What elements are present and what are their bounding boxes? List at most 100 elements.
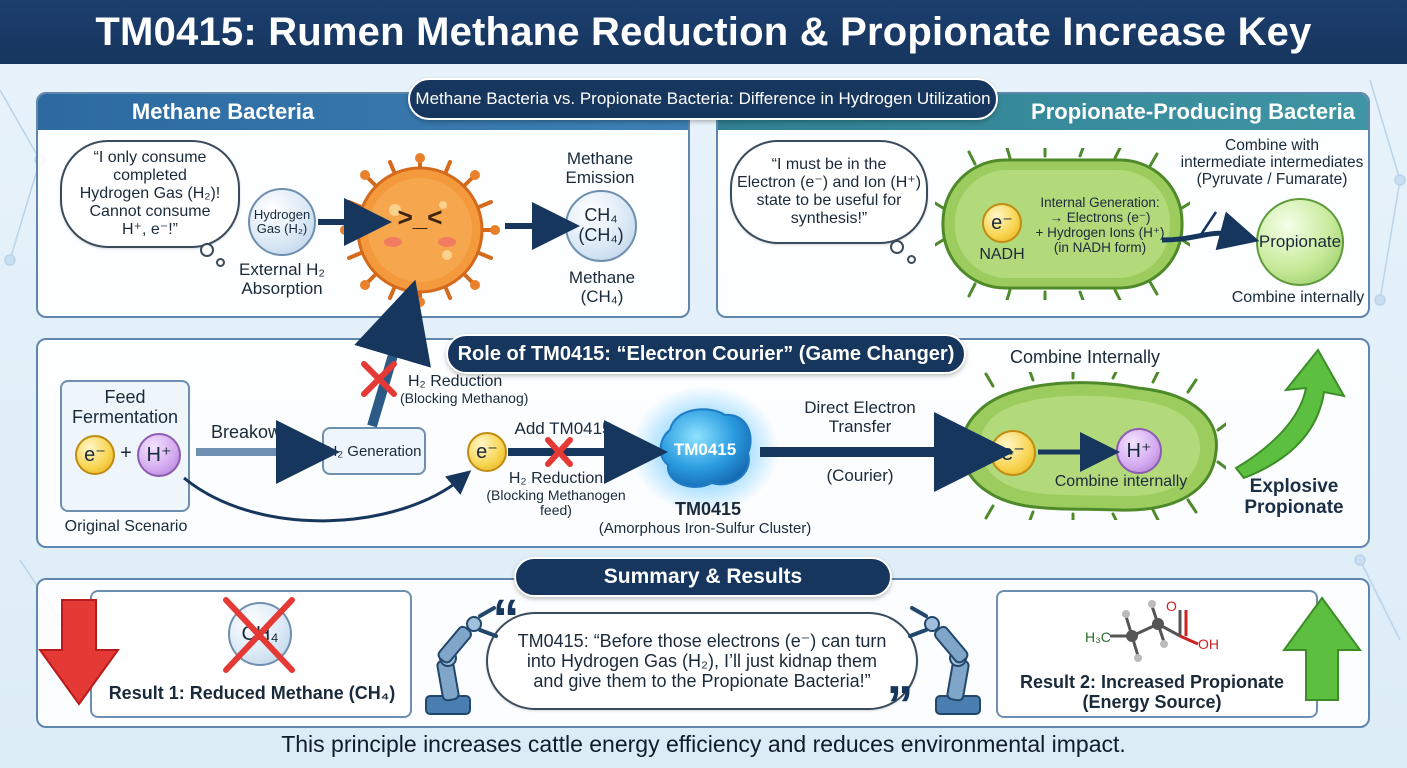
add-tm0415-label: Add TM0415 [514,419,612,438]
propionate-thought-bubble: “I must be in the Electron (e⁻) and Ion … [730,140,928,244]
open-quote-mark: “ [492,589,520,649]
h3c-label: H₃C [1085,629,1111,645]
combine-internally-top-label: Combine Internally [1009,347,1161,367]
internal-line: → Electrons (e⁻) [1049,209,1151,225]
emission-label-line: Methane [566,149,634,168]
propionate-thought-line: Electron (e⁻) and Ion (H⁺) [736,174,922,192]
electron-circle: e⁻ [75,435,115,475]
electron-circle: e⁻ [982,203,1022,243]
methane-label-line: (CH₄) [580,286,624,306]
combine-line: Combine with [1225,137,1319,154]
hydrogen-gas-label: Gas (H₂) [256,221,308,236]
ch4-formula: (CH₄) [578,225,624,245]
methane-label-line: Methane [568,268,636,287]
methane-thought-line: completed [113,167,187,185]
propionate-molecule-icon [1110,600,1199,662]
courier-label: (Courier) [826,466,894,485]
internal-line: Internal Generation: [1040,195,1160,210]
h2-generation-box: H₂ Generation [322,427,426,475]
result2-line: (Energy Source) [1082,691,1222,712]
propionate-thought-line: state to be useful for [756,192,902,209]
h2-reduction-top-label: H₂ Reduction (Blocking Methanog) [400,373,530,406]
methane-label: Methane (CH₄) [550,268,654,306]
comparison-pill: Methane Bacteria vs. Propionate Bacteria… [408,78,998,120]
quote-line: TM0415: “Before those electrons (e⁻) can… [517,630,887,651]
electron-circle: e⁻ [467,432,507,472]
propionate-thought-line: “I must be in the [771,156,887,174]
result1-label: Result 1: Reduced Methane (CH₄) [108,683,396,703]
external-label-line: Absorption [241,278,323,298]
blocking-line: (Blocking Methanogen [486,486,626,503]
plus-sign: + [120,442,132,464]
propionate-thought-line: synthesis!” [790,209,868,227]
footer-text: This principle increases cattle energy e… [281,731,1126,757]
methane-bacterium-face: >_< [397,202,443,232]
tm0415-quote-bubble: TM0415: “Before those electrons (e⁻) can… [486,612,918,710]
proton-circle: H⁺ [137,433,181,477]
h2-reduction-line: H₂ Reduction [508,470,604,487]
nadh-label: NADH [979,246,1025,263]
tm0415-description: (Amorphous Iron-Sulfur Cluster) [598,520,812,537]
ch4-circle: CH₄(CH₄) [565,190,637,262]
combine-line: (Pyruvate / Fumarate) [1196,171,1348,189]
methane-thought-line: H⁺, e⁻!” [121,220,178,238]
breakdown-label: Breakown [210,422,292,442]
propionate-bacterium-large-icon [948,372,1226,520]
quote-line: and give them to the Propionate Bacteria… [533,671,871,692]
direct-line: Direct Electron [804,398,916,417]
role-pill: Role of TM0415: “Electron Courier” (Game… [446,334,966,374]
ch4-crossed-circle: CH₄ [228,602,292,666]
result2-box [996,590,1318,718]
explosive-line: Explosive [1249,476,1339,497]
combine-internally-label: Combine internally [1231,289,1365,306]
explosive-propionate-label: Explosive Propionate [1234,476,1354,519]
thought-dot [890,240,904,254]
result2-label: Result 2: Increased Propionate (Energy S… [1002,672,1302,713]
propionate-panel-title: Propionate-Producing Bacteria [1031,99,1355,124]
tm0415-cluster-icon [631,386,779,514]
oh-label: OH [1198,636,1219,652]
emission-label-line: Emission [565,167,635,187]
tm0415-blob-label: TM0415 [673,440,737,459]
combine-line: intermediate intermediates [1180,154,1364,172]
thought-dot [907,255,916,264]
proton-circle: H⁺ [1116,428,1162,474]
internal-line: (in NADH form) [1053,239,1147,255]
combine-with-label: Combine with intermediate intermediates … [1176,137,1368,188]
blocking-line: (Blocking Methanog) [400,389,529,406]
methane-emission-label: Methane Emission [548,149,652,187]
explosive-line: Propionate [1244,496,1344,518]
h2-reduction-mid-label: H₂ Reduction (Blocking Methanogen feed) [468,470,644,518]
external-absorption-label: External H₂ Absorption [226,260,338,298]
blocking-line: feed) [540,501,572,518]
external-label-line: External H₂ [239,260,325,279]
oxygen-label: O [1166,598,1177,614]
thought-dot [200,243,214,257]
original-scenario-label: Original Scenario [64,518,188,535]
result2-line: Result 2: Increased Propionate [1019,672,1285,692]
methane-thought-line: Hydrogen Gas (H₂)! [79,185,221,203]
h2-reduction-line: H₂ Reduction [408,373,503,390]
feed-label: Fermentation [71,406,179,427]
direct-line: Transfer [828,416,892,436]
propionate-circle: Propionate [1256,198,1344,286]
page-title: TM0415: Rumen Methane Reduction & Propio… [0,0,1407,64]
internal-line: + Hydrogen Ions (H⁺) [1035,224,1165,240]
internal-generation-label: Internal Generation: → Electrons (e⁻) + … [1030,195,1170,255]
methane-thought-bubble: “I only consume completed Hydrogen Gas (… [60,140,240,248]
thought-dot [216,258,225,267]
robot-arm-right-icon [908,606,981,715]
robot-arm-left-icon [425,606,498,715]
summary-pill: Summary & Results [514,557,892,597]
propionate-bacterium-icon [935,148,1190,300]
methane-thought-line: “I only consume [93,149,207,167]
close-quote-mark: ” [886,675,914,735]
electron-circle: e⁻ [990,430,1036,476]
hydrogen-gas-label: Hydrogen [253,206,311,222]
quote-line: into Hydrogen Gas (H₂), I’ll just kidnap… [526,650,878,671]
tm0415-name: TM0415 [674,499,742,519]
ch4-formula: CH₄ [584,205,618,226]
methane-panel-title: Methane Bacteria [131,99,315,124]
combine-internally-inner-label: Combine internally [1054,473,1188,490]
